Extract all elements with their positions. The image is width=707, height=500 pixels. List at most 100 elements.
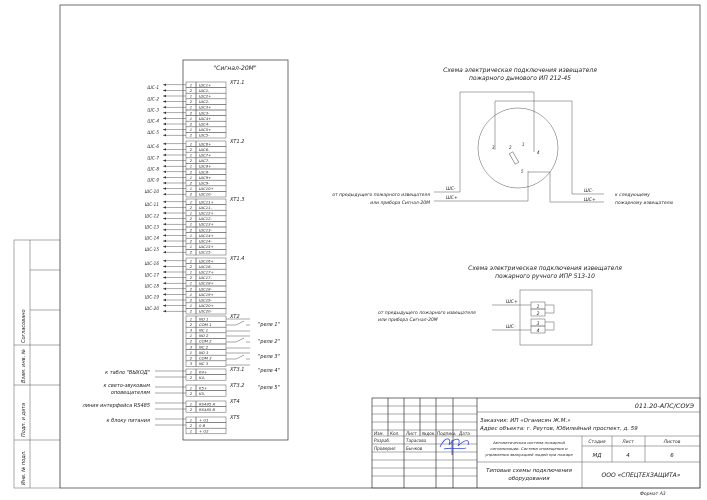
- arrow-icon: [163, 282, 166, 285]
- smoke-out-minus: ШС-: [584, 188, 594, 194]
- manual-pin-4: 4: [537, 328, 540, 334]
- stamp-sign-date: Подп. и дата: [21, 403, 27, 437]
- terminal-number: 1: [190, 417, 192, 422]
- terminal-number: 1: [190, 350, 192, 355]
- manual-wiring: [492, 301, 555, 334]
- developed-label: Разраб.: [374, 438, 390, 443]
- customer: Заказчик: ИП «Оганисян Ж.М.»: [480, 418, 571, 424]
- terminal-block-name: XT3.2: [229, 383, 244, 389]
- terminal-number: 2: [190, 298, 193, 303]
- terminal-number: 2: [190, 339, 193, 344]
- terminal-number: 2: [190, 423, 193, 428]
- terminal-number: 1: [190, 105, 192, 110]
- smoke-pin-1: 1: [522, 142, 525, 147]
- arrow-icon: [163, 206, 166, 209]
- arrow-icon: [163, 217, 166, 220]
- relay-4-label: "реле 4": [258, 368, 280, 374]
- sheet-value: 4: [626, 453, 630, 459]
- sounder-label-2: оповещателям: [111, 390, 150, 396]
- loop-label: ШС-7: [147, 155, 159, 160]
- terminal-block-name: XT1.2: [229, 139, 244, 145]
- terminal-label-cell: [195, 390, 227, 397]
- terminal-label: K5-: [199, 391, 206, 396]
- smoke-in-minus: ШС-: [446, 186, 456, 192]
- arrow-icon: [163, 128, 166, 131]
- loop-label: ШС-19: [145, 295, 160, 300]
- terminal-number: 1: [190, 164, 192, 169]
- terminal-number: 2: [190, 356, 193, 361]
- external-wires: [155, 370, 186, 426]
- terminal-number: 1: [190, 116, 192, 121]
- arrow-icon: [163, 287, 166, 290]
- sheet-label: Лист: [621, 439, 634, 445]
- loop-label: ШС-17: [145, 272, 160, 277]
- stage-value: МД: [592, 453, 602, 459]
- checked-name: Бычков: [406, 446, 423, 451]
- arrow-icon: [163, 187, 166, 190]
- manual-pin-1: 1: [537, 304, 540, 310]
- loop-label: ШС-14: [145, 236, 160, 241]
- arrow-icon: [163, 134, 166, 137]
- hdr-qty: Кол.: [390, 431, 400, 436]
- terminal-label: ШС11+: [199, 199, 214, 204]
- arrow-icon: [163, 293, 166, 296]
- terminal-label: ШС4-: [199, 122, 210, 127]
- sheets-value: 6: [670, 453, 674, 459]
- title-block: [371, 397, 701, 489]
- terminal-number: 1: [190, 244, 192, 249]
- terminal-number: 2: [190, 407, 193, 412]
- terminal-number: 2: [190, 169, 193, 174]
- terminal-label: ШС16-: [199, 264, 213, 269]
- terminal-number: 1: [190, 199, 192, 204]
- terminal-label: NO 1: [199, 316, 208, 321]
- stamp-agreed: Согласовано: [21, 309, 27, 343]
- terminal-number: 3: [190, 328, 193, 333]
- power-supply-label: к блоку питания: [106, 418, 150, 424]
- terminal-number: 1: [190, 369, 192, 374]
- terminal-label: ШС5-: [199, 133, 210, 138]
- terminal-label: RS485 B: [199, 407, 216, 412]
- manual-from-2: или прибора Сигнал-20М: [378, 317, 438, 323]
- terminal-number: 2: [190, 110, 193, 115]
- manual-pin-3: 3: [537, 321, 540, 327]
- smoke-from-1: от предыдущего пожарного извещателя: [332, 193, 430, 198]
- terminal-number: 1: [190, 94, 192, 99]
- checked-label: Проверил: [374, 446, 396, 451]
- terminal-number: 2: [190, 322, 193, 327]
- arrow-icon: [163, 165, 166, 168]
- terminal-label: ШС3-: [199, 110, 210, 115]
- terminal-label: ШС8-: [199, 169, 210, 174]
- terminal-label: ШС20+: [199, 303, 214, 308]
- terminal-label: + U2: [199, 429, 209, 434]
- terminal-number: 2: [190, 286, 193, 291]
- terminal-block-name: XT1.4: [229, 256, 244, 262]
- system-line-3: управления эвакуацией людей при пожаре: [484, 452, 573, 457]
- terminal-label: ШС8+: [199, 164, 211, 169]
- arrow-icon: [163, 259, 166, 262]
- terminal-label: K5+: [199, 385, 207, 390]
- loop-label: ШС-13: [145, 225, 160, 230]
- arrow-icon: [163, 223, 166, 226]
- terminal-number: 1: [190, 258, 192, 263]
- relay-contacts: [226, 318, 250, 366]
- terminal-label: ШС6+: [199, 141, 211, 146]
- terminal-label: ШС17-: [199, 275, 213, 280]
- terminal-block-name: XT5: [229, 415, 240, 421]
- smoke-pin-4: 4: [537, 150, 540, 155]
- hdr-change: Изм.: [374, 431, 384, 436]
- terminal-number: 1: [190, 233, 192, 238]
- terminal-number: 1: [190, 211, 192, 216]
- terminal-label: ШС10-: [199, 192, 213, 197]
- stage-label: Стадия: [588, 439, 606, 445]
- document-code: 011.20-АПС/СОУЭ: [635, 402, 695, 410]
- arrow-icon: [163, 181, 166, 185]
- loop-labels: ШС-1ШС-2ШС-3ШС-4ШС-5ШС-6ШС-7ШС-8ШС-9ШС-1…: [145, 83, 186, 313]
- terminal-number: 1: [190, 127, 192, 132]
- arrow-icon: [163, 298, 166, 302]
- terminal-label-cell: [195, 374, 227, 381]
- terminal-number: 1: [190, 153, 192, 158]
- terminal-number: 1: [190, 401, 192, 406]
- terminal-label-cell: [195, 360, 227, 367]
- terminal-label: ШС12+: [199, 211, 214, 216]
- terminal-block-name: XT1.1: [229, 80, 244, 86]
